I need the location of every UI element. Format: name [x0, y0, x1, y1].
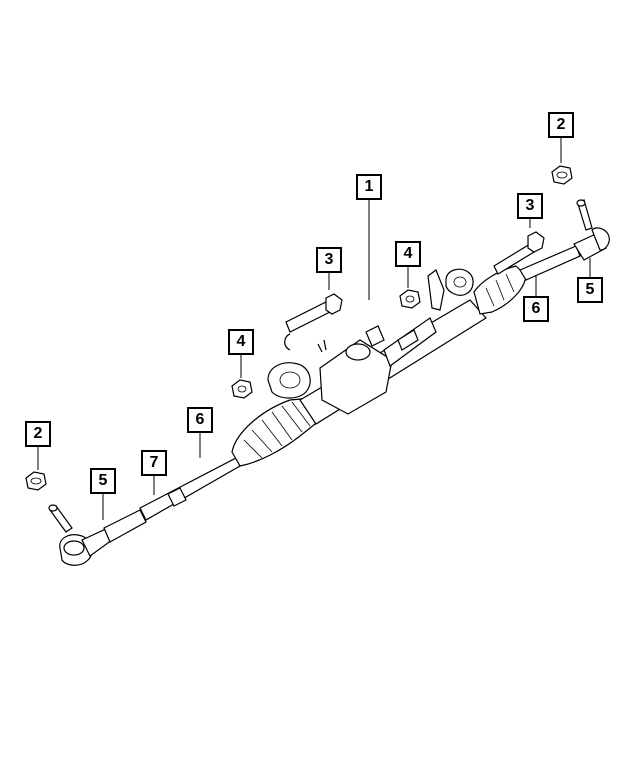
callout-3-left: 3	[316, 247, 342, 273]
callout-4-right: 4	[395, 241, 421, 267]
left-nut	[25, 471, 47, 491]
callout-1: 1	[356, 174, 382, 200]
callout-7: 7	[141, 450, 167, 476]
callout-6-right: 6	[523, 296, 549, 322]
left-nut-washer	[231, 379, 253, 399]
callout-5-left: 5	[90, 468, 116, 494]
right-nut-washer	[399, 289, 421, 309]
callout-5-right: 5	[577, 277, 603, 303]
callout-6-left: 6	[187, 407, 213, 433]
left-tie-rod-end	[48, 504, 147, 566]
right-tie-rod-end	[573, 199, 610, 261]
callout-4-left: 4	[228, 329, 254, 355]
right-inner-tie-rod	[519, 245, 581, 281]
right-nut	[551, 165, 573, 185]
callout-2-left: 2	[25, 421, 51, 447]
left-bolt	[285, 293, 343, 333]
callout-2-right: 2	[548, 112, 574, 138]
right-bolt	[493, 231, 545, 275]
leader-lines	[37, 137, 591, 520]
rack-housing	[267, 268, 487, 425]
callout-3-right: 3	[517, 193, 543, 219]
